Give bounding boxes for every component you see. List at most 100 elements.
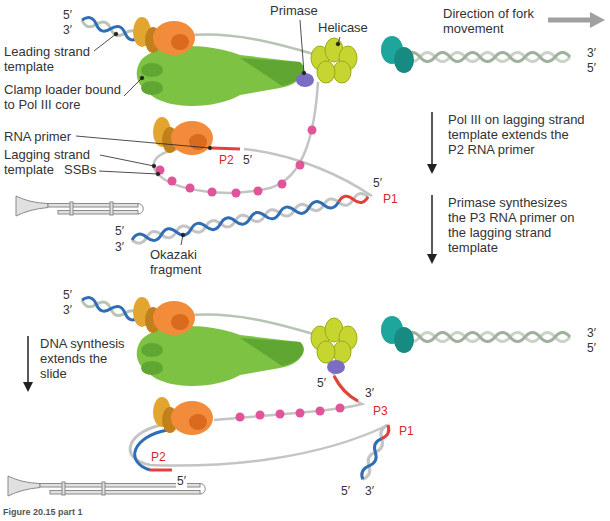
trombone-icon: [16, 196, 143, 216]
okazaki-fragment: [338, 192, 369, 206]
replisome: [141, 343, 163, 357]
trombone-icon: [70, 202, 73, 215]
part-label: Okazaki fragment: [150, 247, 220, 277]
leader-line: [99, 171, 158, 174]
leader-line: [300, 20, 304, 73]
ssb-protein: [236, 413, 245, 422]
replisome: [240, 338, 303, 366]
strand-end-label: 5′: [62, 288, 73, 302]
replisome: [171, 121, 213, 155]
ssb-protein: [336, 404, 345, 413]
process-arrow: [431, 112, 433, 166]
trombone-icon: [48, 204, 138, 208]
ssb-protein: [208, 188, 217, 197]
primer-label: P1: [398, 424, 415, 438]
process-arrow: [590, 12, 605, 28]
replisome: [317, 61, 335, 83]
process-arrow: [427, 254, 437, 264]
replisome: [394, 47, 414, 73]
parental-duplex: [405, 53, 570, 62]
lagging-template-strand: [244, 149, 372, 196]
strand-end-label: 3′: [364, 484, 375, 498]
replisome: [141, 63, 163, 77]
replisome: [296, 73, 314, 87]
step-note: Pol III on lagging strand template exten…: [448, 112, 588, 157]
parental-duplex: [405, 333, 570, 342]
replisome: [137, 326, 304, 386]
part-label: RNA primer: [4, 129, 71, 144]
ssb-protein: [278, 180, 287, 189]
replisome: [189, 414, 207, 430]
leader-line: [124, 78, 142, 96]
parental-duplex: [405, 53, 570, 62]
direction-label: Direction of fork movement: [443, 6, 543, 36]
rna-primer: [334, 376, 358, 401]
parental-duplex: [405, 333, 570, 342]
ssb-protein: [276, 410, 285, 419]
replisome: [153, 21, 195, 55]
process-arrow: [23, 12, 605, 392]
replisome: [394, 327, 414, 353]
replisome: [171, 34, 189, 50]
process-arrow: [427, 164, 437, 174]
trombone-icon: [50, 491, 200, 495]
part-label: Helicase: [318, 20, 368, 35]
leader-line: [208, 146, 212, 150]
leader-line: [336, 42, 340, 46]
process-arrow: [23, 382, 33, 392]
trombone-icon: [200, 484, 205, 495]
primer-label: P2: [218, 153, 235, 167]
ssb-protein: [254, 187, 263, 196]
replisome: [133, 297, 414, 435]
ssb-protein: [296, 161, 305, 170]
strand-end-label: 5′: [316, 376, 327, 390]
replisome: [153, 301, 195, 335]
strand-end-label: 3′: [62, 303, 73, 317]
trombone-icon: [102, 482, 105, 495]
strand-end-label: 5′: [340, 484, 351, 498]
replisome: [327, 360, 345, 374]
okazaki-fragment: [131, 192, 369, 244]
ssb-protein: [296, 409, 305, 418]
part-label: Primase: [270, 3, 318, 18]
leader-line: [76, 20, 340, 245]
strand-end-label: 5′: [242, 153, 253, 167]
strand-end-label: 3′: [364, 386, 375, 400]
rna-primer: [150, 469, 172, 472]
strand-end-label: 5′: [114, 224, 125, 238]
okazaki-fragment: [131, 192, 369, 244]
replisome: [133, 17, 414, 155]
leader-line: [181, 233, 185, 237]
replisome: [317, 341, 335, 363]
okazaki-fragment: [359, 437, 384, 481]
process-arrow: [548, 18, 592, 23]
ssb-protein: [308, 126, 317, 135]
trombone-icon: [8, 476, 40, 496]
replisome: [171, 314, 189, 330]
ssb-protein: [232, 189, 241, 198]
okazaki-fragment: [359, 424, 391, 481]
leader-line: [114, 32, 118, 36]
strand-end-label: 5′: [586, 341, 597, 355]
okazaki-fragment: [382, 425, 392, 440]
trombone-icon: [138, 204, 143, 215]
okazaki-fragment: [131, 198, 339, 245]
strand-end-label: 3′: [114, 240, 125, 254]
leader-line: [152, 164, 156, 168]
leader-line: [94, 34, 116, 51]
replisome: [141, 361, 163, 375]
replisome: [240, 58, 303, 86]
leader-line: [76, 136, 210, 148]
strand-end-label: 3′: [586, 46, 597, 60]
replisome: [141, 81, 163, 95]
bottom-panel: [8, 296, 570, 496]
trombone-icon: [16, 196, 48, 216]
part-label: Clamp loader bound to Pol III core: [4, 82, 124, 112]
replisome: [137, 46, 304, 106]
leader-line: [156, 172, 160, 176]
leader-line: [302, 71, 306, 75]
replisome: [333, 61, 351, 83]
process-arrow: [27, 336, 29, 384]
strand-end-label: 3′: [62, 23, 73, 37]
